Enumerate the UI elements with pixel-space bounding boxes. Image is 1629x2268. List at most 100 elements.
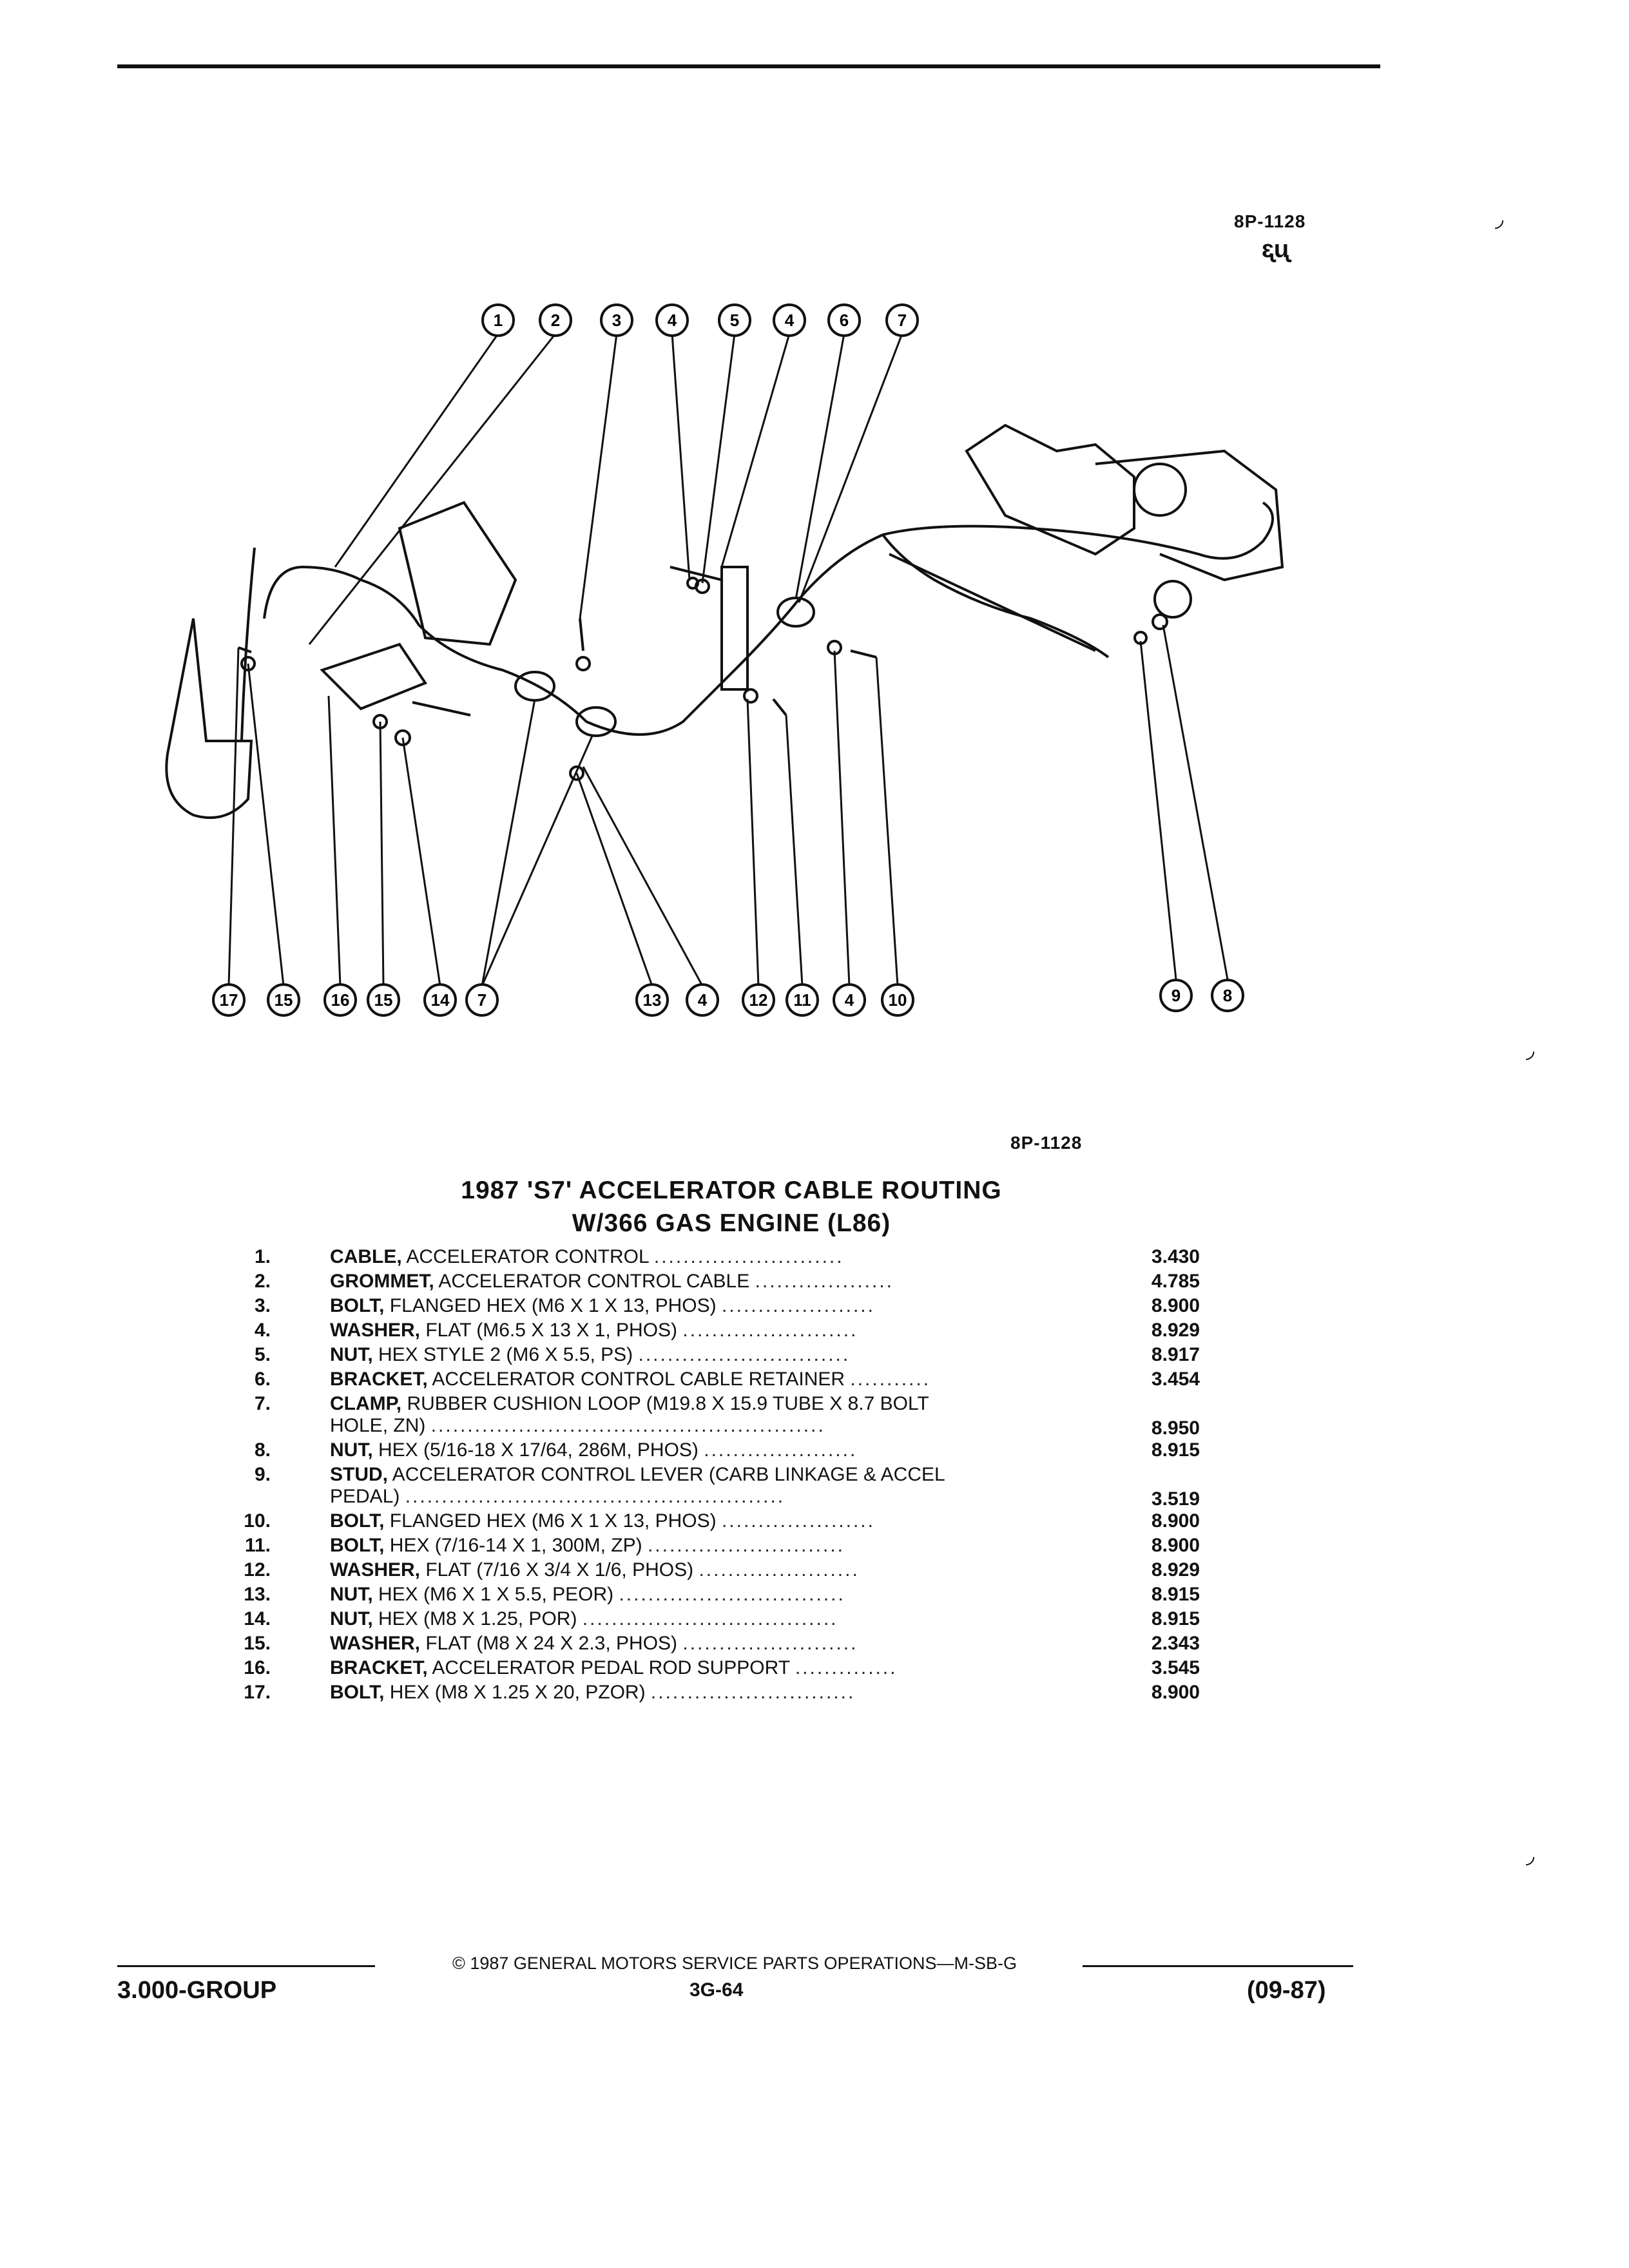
footer-page-number: 3G-64 [689,1979,744,2001]
part-name: NUT, [330,1584,373,1605]
bolt-10 [850,649,877,658]
part-number: 11. [244,1535,271,1556]
leader-line [481,734,594,986]
pedal-boot-shape [165,618,253,820]
leader-dots: ........................ [682,1320,858,1341]
leader-dots: .......................... [653,1246,844,1267]
part-detail: ACCELERATOR CONTROL CABLE RETAINER [427,1369,845,1390]
part-detail-continued: HOLE, ZN) [330,1415,426,1436]
footer-group: 3.000-GROUP [117,1977,277,2004]
part-row: 3. BOLT, FLANGED HEX (M6 X 1 X 13, PHOS)… [213,1295,1257,1320]
svg-text:11: 11 [793,990,811,1010]
callout-bubble: 7 [465,983,499,1017]
part-detail: FLAT (M8 X 24 X 2.3, PHOS) [420,1633,678,1654]
leader-line [575,773,653,986]
top-rule [117,64,1380,68]
accelerator-cable [263,501,1274,736]
washer-4-b [686,577,699,590]
callout-bubble: 13 [635,983,669,1017]
group-number: 8.929 [1151,1320,1200,1341]
leader-line [785,715,804,986]
callout-bubble: 15 [367,983,400,1017]
leader-dots: ............................... [619,1584,845,1605]
leader-line [481,698,536,986]
group-number: 2.343 [1151,1633,1200,1654]
part-detail: HEX STYLE 2 (M6 X 5.5, PS) [372,1344,633,1365]
part-name: BRACKET, [330,1657,428,1678]
margin-tick-mark: ◞ [1495,207,1504,231]
bottom-left-callouts: 17 15 16 15 14 7 [212,983,499,1017]
callout-bubble: 12 [742,983,775,1017]
cushion-clamp-left [514,671,555,702]
svg-text:5: 5 [730,311,739,330]
part-name: NUT, [330,1608,373,1629]
svg-text:15: 15 [275,990,293,1010]
bracket-flange [670,566,723,631]
callout-bubble: 4 [686,983,719,1017]
callout-bubble: 16 [323,983,357,1017]
leader-dots: ..................... [721,1510,875,1532]
part-detail: FLAT (M6.5 X 13 X 1, PHOS) [420,1320,678,1341]
top-callouts: 1 2 3 4 5 4 6 7 [481,303,919,337]
leader-dots: ...................... [699,1559,860,1581]
group-number: 3.545 [1151,1657,1200,1678]
diagram-linework [165,423,1284,820]
callout-bubble: 2 [539,303,572,337]
part-description: BOLT, FLANGED HEX (M6 X 1 X 13, PHOS) ..… [330,1295,1084,1317]
svg-text:6: 6 [840,311,849,330]
svg-text:12: 12 [749,990,768,1010]
margin-tick-mark: ◞ [1526,1843,1535,1868]
footer-date: (09-87) [1247,1977,1326,2004]
svg-text:4: 4 [785,311,795,330]
part-name: CLAMP, [330,1393,402,1414]
group-number: 3.454 [1151,1369,1200,1390]
part-name: NUT, [330,1439,373,1461]
part-row: 8. NUT, HEX (5/16-18 X 17/64, 286M, PHOS… [213,1439,1257,1464]
svg-text:7: 7 [477,990,487,1010]
part-row: 11. BOLT, HEX (7/16-14 X 1, 300M, ZP) ..… [213,1535,1257,1559]
svg-text:16: 16 [331,990,350,1010]
leader-line [227,647,240,986]
part-description: NUT, HEX (M6 X 1 X 5.5, PEOR) ..........… [330,1584,1084,1606]
part-row: 6. BRACKET, ACCELERATOR CONTROL CABLE RE… [213,1369,1257,1393]
svg-text:4: 4 [698,990,708,1010]
firewall-line [240,547,256,742]
group-number: 8.900 [1151,1295,1200,1316]
part-name: WASHER, [330,1320,421,1341]
leader-dots: ........................................… [405,1486,786,1507]
leader-dots: ..................... [704,1439,858,1461]
svg-text:8: 8 [1223,986,1232,1005]
page-title: 1987 'S7' ACCELERATOR CABLE ROUTING [461,1177,1002,1204]
part-number: 9. [254,1464,271,1485]
group-number: 8.929 [1151,1559,1200,1581]
callout-bubble: 5 [718,303,751,337]
part-detail: HEX (5/16-18 X 17/64, 286M, PHOS) [372,1439,699,1461]
part-name: BOLT, [330,1510,385,1532]
part-detail: HEX (M8 X 1.25, POR) [372,1608,577,1629]
group-number: 8.915 [1151,1584,1200,1605]
group-number: 3.519 [1151,1488,1200,1510]
bottom-right-callouts: 9 8 [1159,979,1244,1012]
part-number: 14. [244,1608,271,1629]
svg-text:7: 7 [898,311,907,330]
leader-dots: ..................... [721,1295,875,1316]
part-detail: ACCELERATOR CONTROL [401,1246,649,1267]
group-number: 8.917 [1151,1344,1200,1365]
callout-bubble: 8 [1211,979,1244,1012]
part-row: 17. BOLT, HEX (M8 X 1.25 X 20, PZOR) ...… [213,1682,1257,1706]
part-number: 6. [254,1369,271,1390]
part-description: STUD, ACCELERATOR CONTROL LEVER (CARB LI… [330,1464,1084,1508]
part-description: CLAMP, RUBBER CUSHION LOOP (M19.8 X 15.9… [330,1393,1084,1437]
bolt-11 [772,698,787,716]
part-row: 2. GROMMET, ACCELERATOR CONTROL CABLE ..… [213,1271,1257,1295]
part-row: 13. NUT, HEX (M6 X 1 X 5.5, PEOR) ......… [213,1584,1257,1608]
leader-line [875,657,899,986]
leader-line [671,333,691,581]
part-detail: FLANGED HEX (M6 X 1 X 13, PHOS) [384,1510,717,1532]
part-number: 3. [254,1295,271,1316]
leader-line [1162,624,1229,980]
throttle-lever [1153,580,1192,619]
carburetor-area [965,423,1135,556]
leader-line [247,663,285,986]
leader-dots: ................... [755,1271,894,1292]
